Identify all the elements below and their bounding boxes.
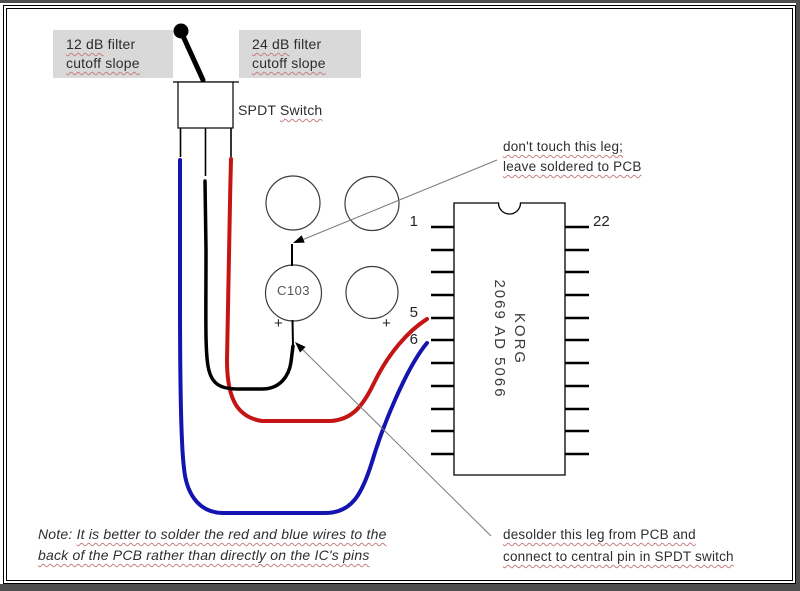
spdt-switch-label: SPDT Switch bbox=[238, 102, 323, 118]
plus-mark-right: + bbox=[382, 315, 391, 332]
pin-1-label: 1 bbox=[409, 213, 418, 230]
leader-arrow-desolder bbox=[295, 342, 306, 353]
filter-24db-line1: 24 dB filter bbox=[252, 36, 322, 52]
filter-24db-label-box: 24 dB filter cutoff slope bbox=[239, 30, 361, 78]
filter-24db-line2: cutoff slope bbox=[252, 55, 326, 71]
switch-body bbox=[177, 81, 234, 129]
switch-lever bbox=[180, 33, 206, 83]
filter-12db-line2: cutoff slope bbox=[66, 55, 140, 71]
pin-6-label: 6 bbox=[409, 331, 418, 348]
black-wire bbox=[203, 179, 295, 391]
switch-toggle-knob bbox=[173, 23, 189, 39]
annotation-dont-touch: don't touch this leg; leave soldered to … bbox=[503, 139, 642, 174]
plus-mark-left: + bbox=[274, 315, 283, 332]
capacitor-label: C103 bbox=[276, 283, 311, 298]
leader-arrow-dont-touch bbox=[293, 235, 305, 243]
annotation-desolder: desolder this leg from PCB and connect t… bbox=[503, 527, 734, 564]
filter-12db-label-box: 12 dB filter cutoff slope bbox=[53, 30, 173, 78]
leader-line-desolder bbox=[298, 345, 492, 537]
frame-border-outer bbox=[3, 5, 796, 584]
frame-border-inner bbox=[6, 8, 793, 581]
top-edge-strip bbox=[0, 0, 800, 3]
bottom-edge-strip bbox=[0, 584, 800, 591]
ic-name-text: KORG 2069 AD 5066 bbox=[491, 279, 528, 399]
blue-wire bbox=[178, 158, 429, 515]
pin-22-label: 22 bbox=[593, 213, 610, 230]
filter-12db-line1: 12 dB filter bbox=[66, 36, 136, 52]
ic-body bbox=[453, 202, 566, 476]
pcb-pad-circle-top-left bbox=[265, 175, 321, 231]
right-edge-strip bbox=[796, 0, 800, 591]
pcb-pad-circle-bottom-right bbox=[345, 265, 399, 320]
leader-line-dont-touch bbox=[296, 159, 498, 243]
capacitor-bottom-lead bbox=[291, 319, 294, 347]
red-wire bbox=[224, 157, 429, 423]
pin-5-label: 5 bbox=[409, 304, 418, 321]
note-text: Note: It is better to solder the red and… bbox=[38, 526, 387, 563]
